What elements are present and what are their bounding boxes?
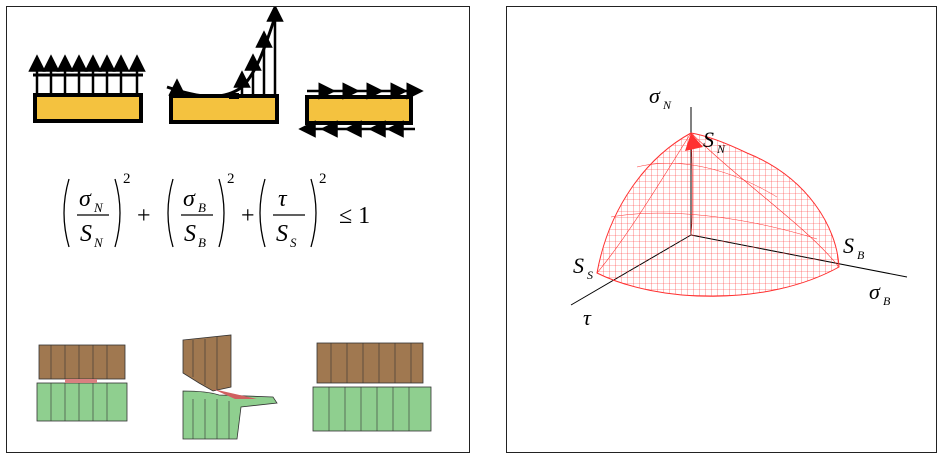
shear-block-models: [36, 334, 432, 440]
svg-text:2: 2: [227, 171, 235, 187]
bending-mode-diagram: [166, 7, 284, 124]
exponent: 2: [123, 171, 131, 187]
envelope-labels: σ N S N S B σ B S S τ: [573, 83, 891, 330]
leq-one: ≤ 1: [339, 203, 370, 229]
block-model-normal: [36, 344, 128, 422]
svg-text:N: N: [93, 235, 104, 250]
block-model-shear: [312, 342, 432, 432]
plus-sign: +: [137, 203, 151, 229]
S-B-label: S: [843, 233, 854, 258]
tau-symbol: τ: [278, 186, 288, 212]
svg-text:B: B: [883, 294, 891, 308]
sigma-B-axis-label: σ: [869, 279, 881, 304]
normal-mode-diagram: [28, 54, 146, 123]
adhesive-layer: [33, 93, 143, 123]
svg-text:+: +: [241, 203, 255, 229]
adhesive-layer: [169, 94, 279, 124]
S-B-symbol: S: [184, 221, 196, 247]
svg-text:B: B: [198, 235, 206, 250]
svg-text:B: B: [857, 248, 865, 262]
left-panel-drawing: σ N S N 2 + σ B S B 2 + τ S S 2: [28, 7, 432, 440]
failure-criterion-formula: σ N S N 2 + σ B S B 2 + τ S S 2: [63, 171, 370, 250]
sigma-N-subscript: N: [93, 200, 104, 215]
peel-arrows: [168, 7, 284, 96]
sigma-N-symbol: σ: [79, 186, 92, 212]
S-N-label: S: [703, 127, 714, 152]
svg-text:N: N: [716, 142, 726, 156]
right-panel: σ N S N S B σ B S S τ: [506, 6, 937, 453]
block-model-bending: [182, 334, 278, 440]
sigma-N-axis-label: σ: [649, 83, 661, 108]
sigma-B-subscript: B: [198, 200, 206, 215]
sigma-B-symbol: σ: [183, 186, 196, 212]
S-S-label: S: [573, 253, 584, 278]
tension-arrows: [28, 54, 146, 93]
failure-envelope-surface: [596, 132, 840, 297]
tau-axis-label: τ: [583, 305, 592, 330]
svg-text:S: S: [290, 235, 297, 250]
left-panel: σ N S N 2 + σ B S B 2 + τ S S 2: [6, 6, 470, 453]
svg-text:N: N: [662, 98, 672, 112]
failure-envelope-plot: σ N S N S B σ B S S τ: [570, 83, 908, 330]
shear-mode-diagram: [298, 82, 424, 138]
adhesive-layer: [305, 95, 413, 125]
svg-text:S: S: [587, 268, 593, 282]
S-S-symbol: S: [276, 221, 288, 247]
S-N-symbol: S: [80, 221, 92, 247]
svg-text:2: 2: [319, 171, 327, 187]
